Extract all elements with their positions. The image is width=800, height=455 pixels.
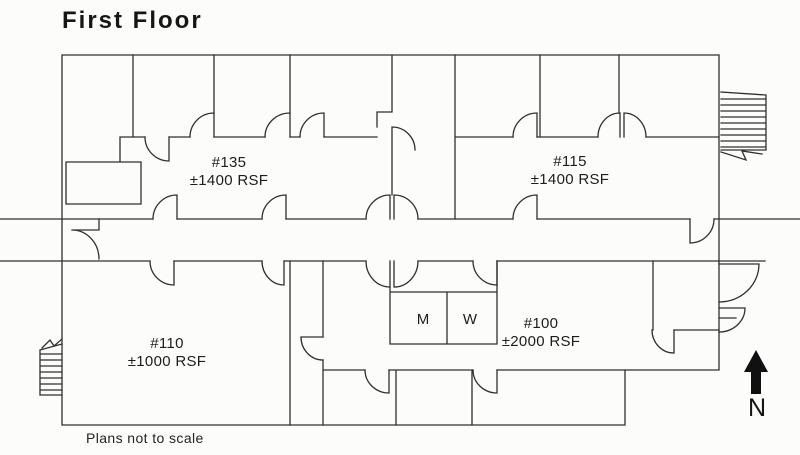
upper-offices-door-swings — [144, 112, 647, 162]
suite-115-label: #115 ±1400 RSF — [495, 153, 645, 189]
stairs-bottom-left-icon — [39, 338, 63, 396]
restroom-women-label: W — [462, 311, 478, 328]
suite-135-number: #135 — [211, 154, 247, 171]
suite-135-area: ±1400 RSF — [189, 172, 269, 189]
north-compass-label: N — [747, 394, 767, 422]
suite-100-label: #100 ±2000 RSF — [466, 315, 616, 351]
north-arrow-icon — [744, 350, 768, 394]
building-outline — [61, 54, 720, 426]
right-exterior-door-swings — [718, 263, 760, 333]
suite-115-number: #115 — [553, 153, 587, 170]
stairs-top-right-icon — [720, 91, 767, 162]
plan-linework — [0, 54, 800, 426]
page-title: First Floor — [62, 7, 203, 34]
corridor-walls — [0, 218, 800, 262]
lower-band-walls — [289, 260, 720, 426]
suite-110-area: ±1000 RSF — [127, 353, 207, 370]
restroom-men-label: M — [416, 311, 430, 328]
suite-100-number: #100 — [523, 315, 559, 332]
lower-band-door-swings — [300, 329, 675, 394]
corridor-door-swings — [71, 194, 715, 288]
suite-115-area: ±1400 RSF — [530, 171, 610, 188]
suite-110-label: #110 ±1000 RSF — [92, 335, 242, 371]
suite-135-label: #135 ±1400 RSF — [154, 154, 304, 190]
suite-100-area: ±2000 RSF — [501, 333, 581, 350]
scale-footnote: Plans not to scale — [86, 430, 204, 446]
suite-110-number: #110 — [150, 335, 184, 352]
upper-offices-walls — [65, 54, 720, 220]
